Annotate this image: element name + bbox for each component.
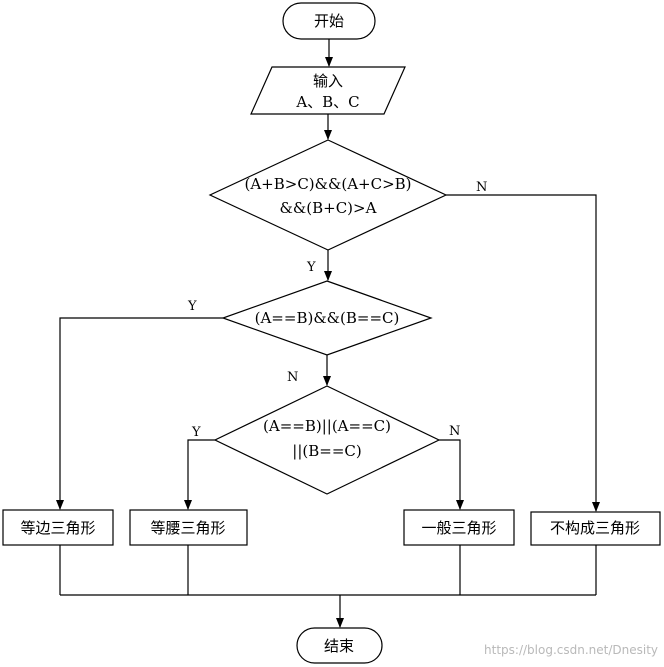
isosceles-label: 等腰三角形 [150,519,225,537]
input-parallelogram [250,66,406,115]
end-label: 结束 [324,637,354,655]
general-label: 一般三角形 [421,519,496,537]
watermark: https://blog.csdn.net/Dnesity [484,643,658,657]
equilateral-box [2,509,114,546]
cond1-label-line1: (A+B>C)&&(A+C>B) [244,175,411,193]
cond3-label-line2: ||(B==C) [292,442,361,460]
end-terminator [296,627,383,664]
edge-cond2-yes [56,317,223,510]
cond1-yes-label: Y [306,260,316,275]
edge-cond3-yes [184,439,215,510]
cond2-yes-label: Y [187,299,197,314]
cond3-label-line1: (A==B)||(A==C) [263,417,391,435]
not-triangle-label: 不构成三角形 [550,519,640,537]
cond3-yes-label: Y [191,425,201,440]
edge-cond1-no [446,194,600,512]
input-label-line2: A、B、C [295,93,359,111]
equilateral-label: 等边三角形 [20,519,95,537]
cond2-label: (A==B)&&(B==C) [255,309,400,327]
isosceles-decision [213,385,441,495]
cond2-no-label: N [287,370,298,385]
general-box [403,509,515,546]
cond3-no-label: N [449,424,460,439]
isosceles-box [129,509,248,546]
not-triangle-box [530,511,661,546]
edge-cond3-no [439,439,464,510]
start-label: 开始 [314,12,344,30]
input-label-line1: 输入 [313,72,343,90]
cond1-label-line2: &&(B+C)>A [280,199,377,217]
cond1-no-label: N [476,180,487,195]
triangle-validity-decision [208,139,448,251]
